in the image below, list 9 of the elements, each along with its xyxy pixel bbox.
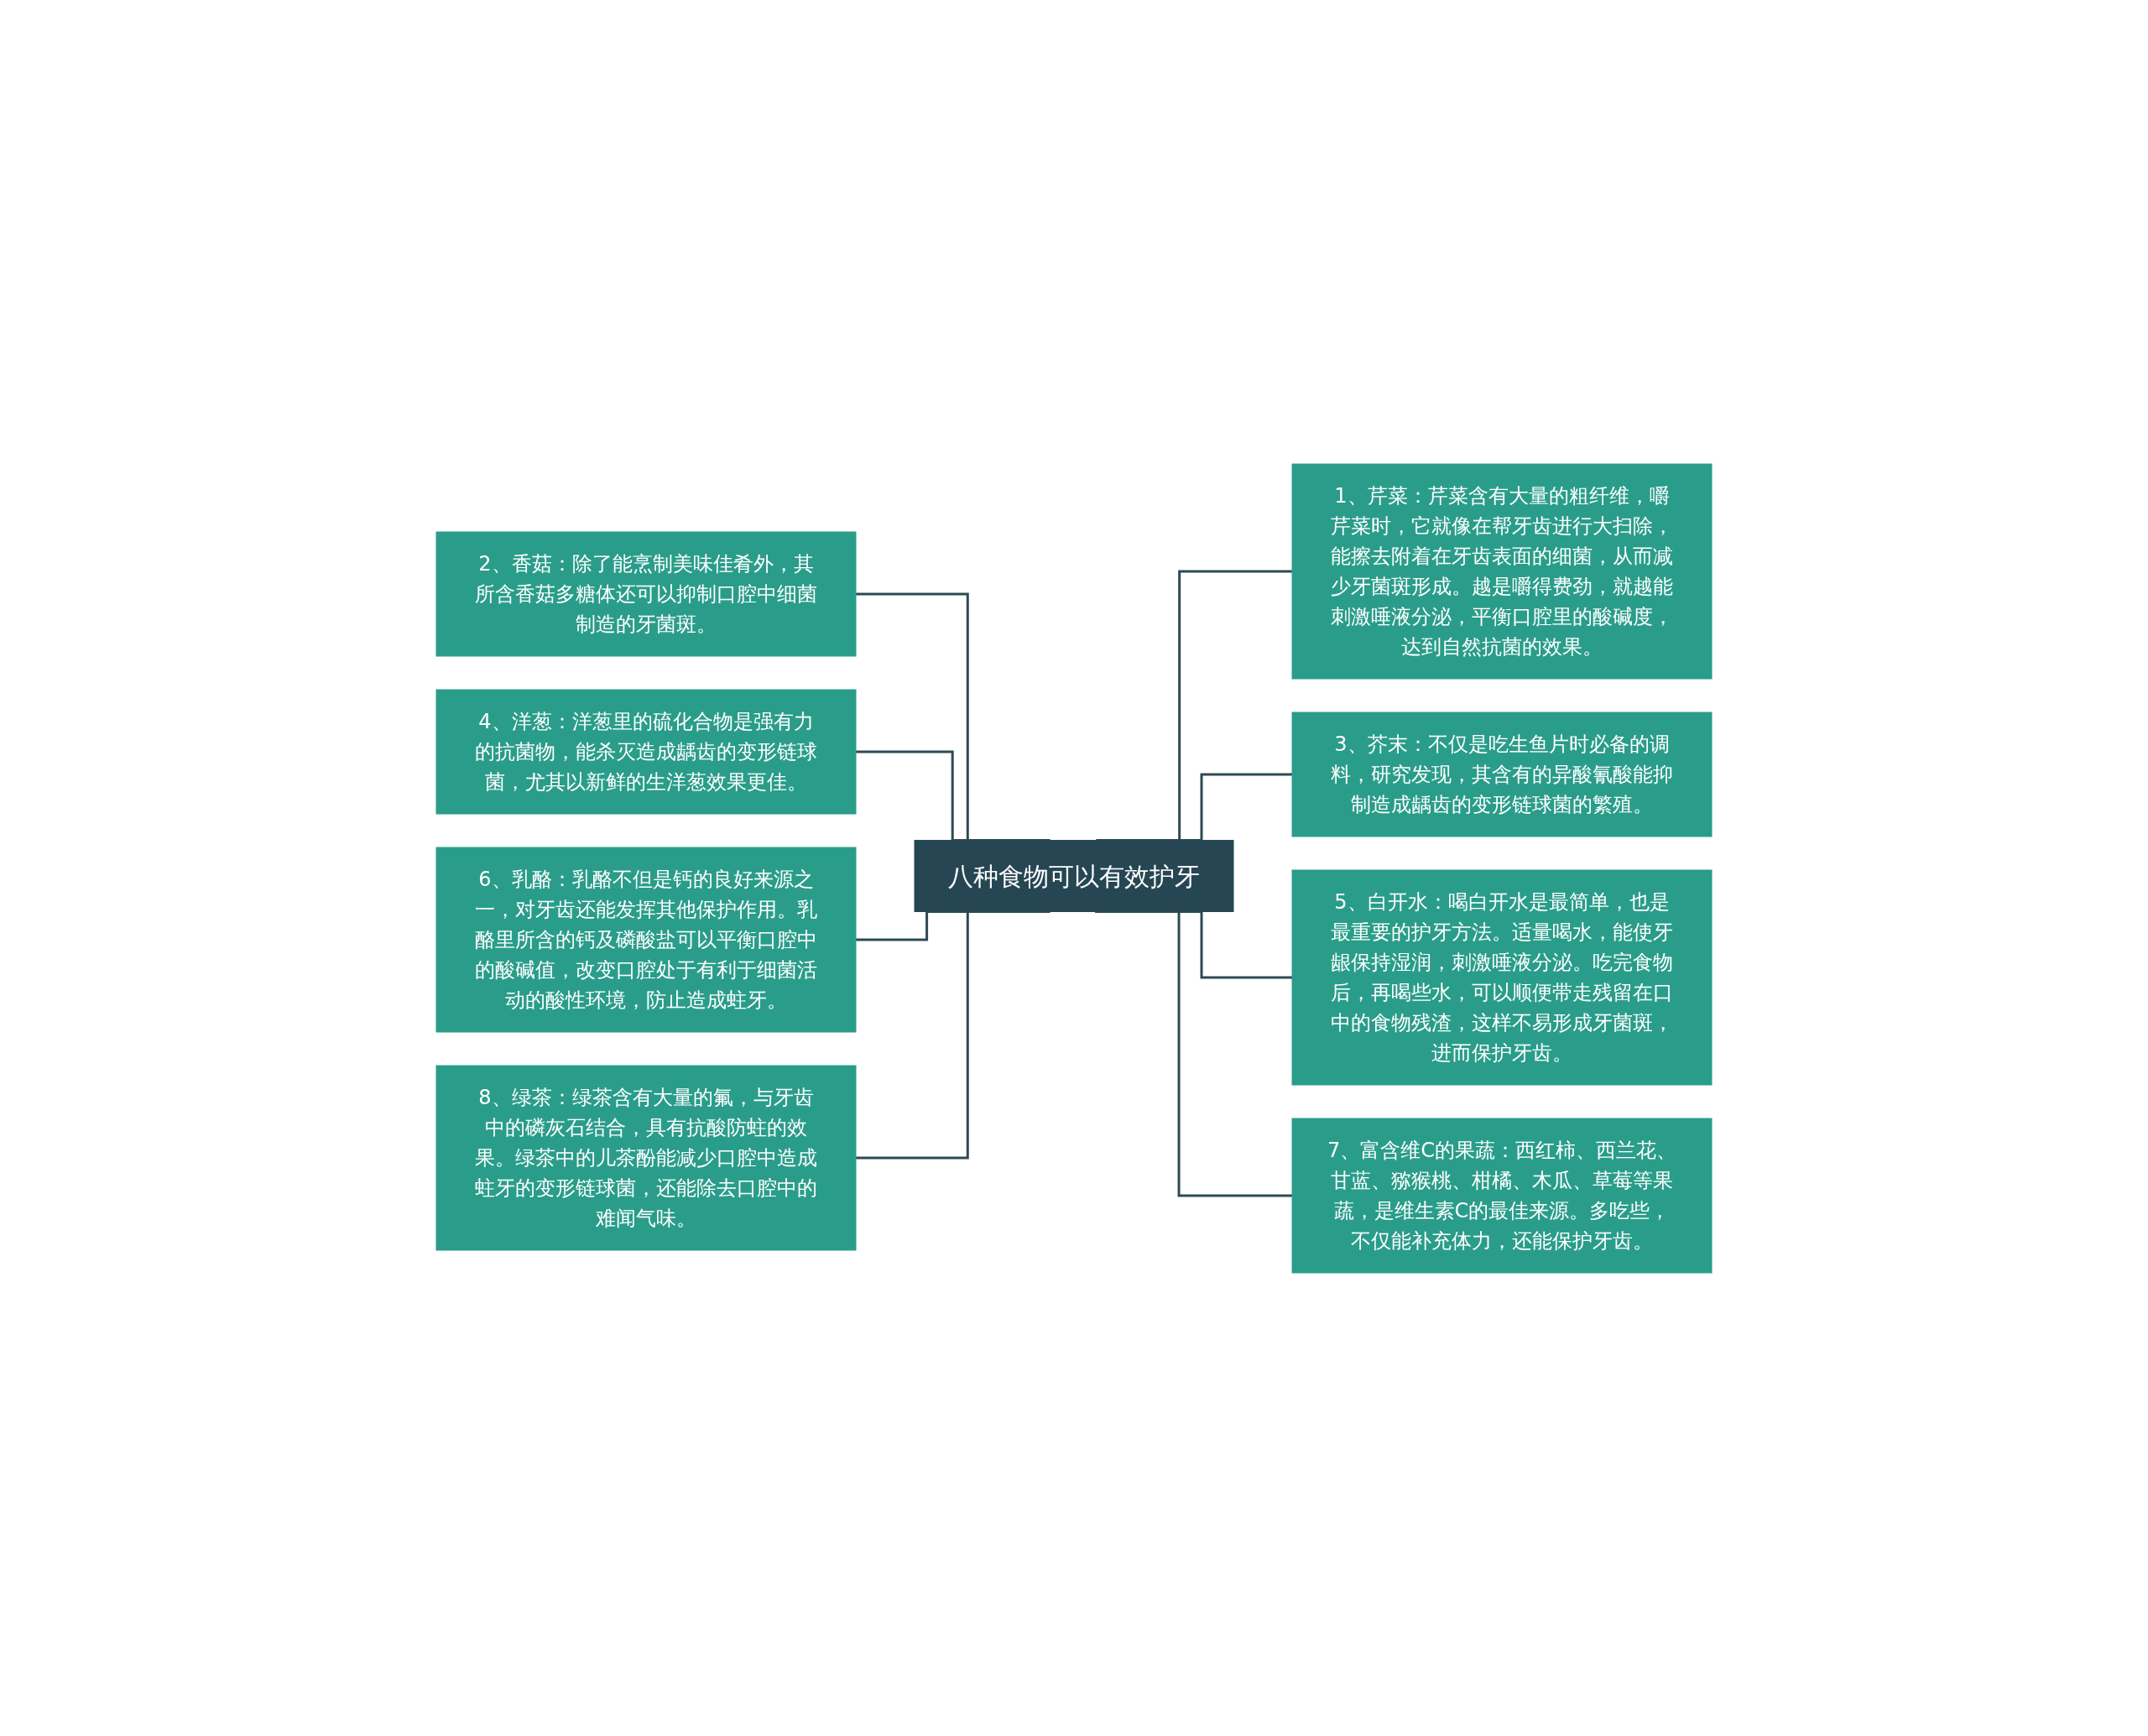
node-box: 8、绿茶：绿茶含有大量的氟，与牙齿中的磷灰石结合，具有抗酸防蛀的效果。绿茶中的儿茶酚能减少口腔中造成蛀牙的变形链球菌，还能除去口腔中的难闻气味。 bbox=[435, 1065, 857, 1250]
node-box: 7、富含维C的果蔬：西红柿、西兰花、甘蓝、猕猴桃、柑橘、木瓜、草莓等果蔬，是维生素C的最佳来源。多吃些，不仅能补充体力，还能保护牙齿。 bbox=[1291, 1118, 1713, 1273]
node-box: 3、芥末：不仅是吃生鱼片时必备的调料，研究发现，其含有的异酸氰酸能抑制造成龋齿的变形链球菌的繁殖。 bbox=[1291, 712, 1713, 837]
node-box: 4、洋葱：洋葱里的硫化合物是强有力的抗菌物，能杀灭造成龋齿的变形链球菌，尤其以新鲜的生洋葱效果更佳。 bbox=[435, 689, 857, 814]
node-box: 1、芹菜：芹菜含有大量的粗纤维，嚼芹菜时，它就像在帮牙齿进行大扫除，能擦去附着在牙齿表面的细菌，从而减少牙菌斑形成。越是嚼得费劲，就越能刺激唾液分泌，平衡口腔里的酸碱度，达到自然抗菌的效果。 bbox=[1291, 463, 1713, 679]
node-box: 八种食物可以有效护牙 bbox=[914, 839, 1234, 912]
node-box: 2、香菇：除了能烹制美味佳肴外，其所含香菇多糖体还可以抑制口腔中细菌制造的牙菌斑。 bbox=[435, 531, 857, 656]
node-box: 5、白开水：喝白开水是最简单，也是最重要的护牙方法。适量喝水，能使牙龈保持湿润，刺激唾液分泌。吃完食物后，再喝些水，可以顺便带走残留在口中的食物残渣，这样不易形成牙菌斑，进而保护牙齿。 bbox=[1291, 869, 1713, 1085]
node-box: 6、乳酪：乳酪不但是钙的良好来源之一，对牙齿还能发挥其他保护作用。乳酪里所含的钙及磷酸盐可以平衡口腔中的酸碱值，改变口腔处于有利于细菌活动的酸性环境，防止造成蛀牙。 bbox=[435, 847, 857, 1032]
